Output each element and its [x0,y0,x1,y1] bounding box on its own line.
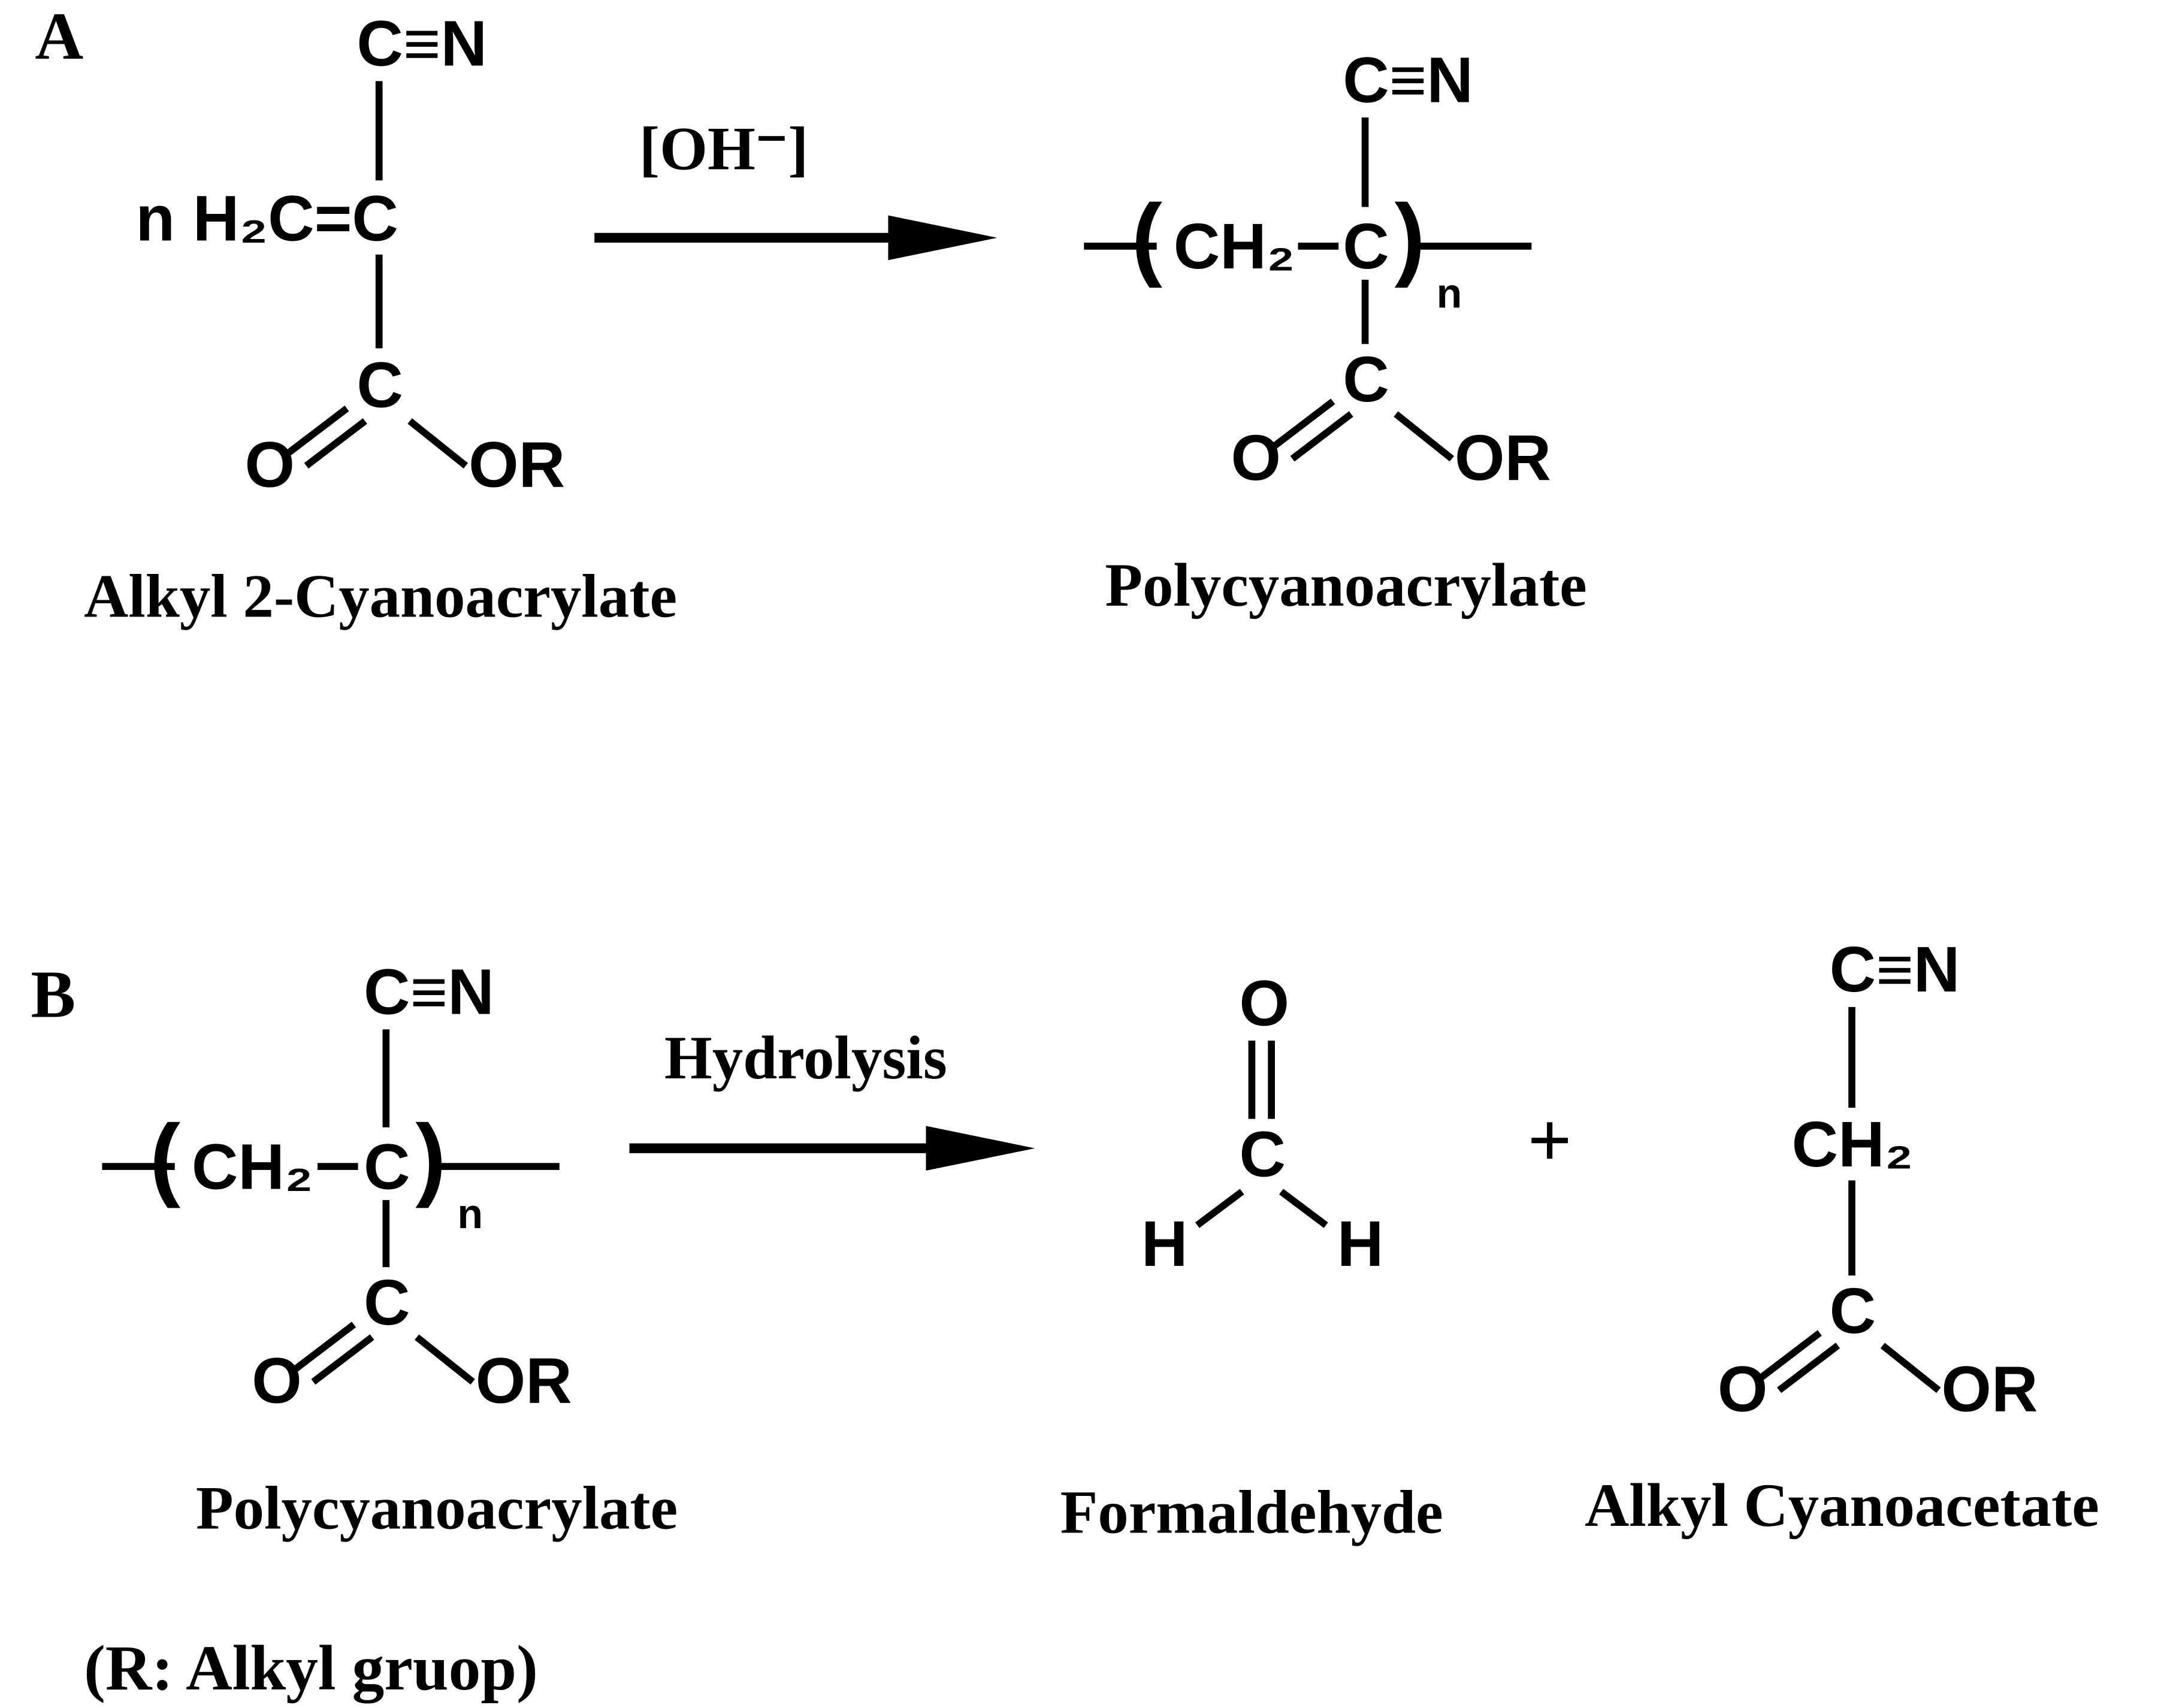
arrow-graphic [594,215,998,261]
aldehyde-carbon: C [1239,1117,1286,1190]
structure-caption: Formaldehyde [1060,1478,1443,1547]
polymer-structure-b: C≡N ( CH₂ C ) n C O OR Polycyanoacrylate [77,948,748,1557]
backbone-ch2: CH₂ [191,1130,313,1203]
double-bond [1777,1343,1840,1393]
ester-group: OR [469,428,566,501]
methylene-group: CH₂ [1791,1108,1914,1181]
nitrile-group: C≡N [363,955,494,1028]
arrow-condition-label: Hydrolysis [664,1023,947,1093]
double-bond [286,406,349,457]
arrowhead [888,215,998,261]
nitrile-group: C≡N [1343,43,1473,116]
structure-caption: Polycyanoacrylate [1105,551,1587,620]
carbonyl-oxygen: O [1717,1352,1768,1425]
double-bond [293,1322,356,1373]
aldehyde-h-left: H [1141,1207,1188,1280]
repeat-subscript-n: n [457,1192,483,1238]
double-bond [1290,411,1353,462]
ester-group: OR [1454,421,1552,494]
nitrile-group: C≡N [1829,933,1960,1006]
arrow-graphic [629,1126,1035,1171]
repeat-close-paren: ) [415,1105,446,1209]
repeat-subscript-n: n [1436,271,1462,318]
aldehyde-h-right: H [1337,1207,1384,1280]
nitrile-group: C≡N [356,7,488,80]
double-bond [1272,398,1335,449]
bond [1279,1189,1328,1228]
bond [1394,411,1454,462]
polymer-structure-a: C≡N ( CH₂ C ) n C O OR Polycyanoacrylate [1084,42,1685,664]
double-bond [1758,1330,1822,1381]
backbone-ch2: CH₂ [1173,210,1295,283]
carbonyl-carbon: C [363,1265,410,1339]
reaction-arrow-a: [OH⁻] [594,114,1007,279]
bond [415,1334,475,1385]
polymer-bond-lines [102,1029,560,1385]
double-bond [304,418,367,469]
monomer-structure: C≡N n H₂C=C C O OR Alkyl 2-Cyanoacrylate [77,7,678,664]
bond [1880,1343,1941,1393]
arrowhead [926,1126,1035,1171]
carbonyl-oxygen: O [1231,421,1281,494]
cyanoacetate-structure: C≡N CH₂ C O OR Alkyl Cyanoacetate [1577,926,2161,1556]
formaldehyde-structure: O C H H Formaldehyde [1060,968,1536,1556]
carbonyl-oxygen: O [244,428,295,501]
carbonyl-carbon: C [1343,342,1389,416]
repeat-open-paren: ( [1131,185,1163,288]
structure-caption: Polycyanoacrylate [195,1474,678,1543]
polymer-bond-lines [1084,117,1532,462]
cyanoacetate-bond-lines [1758,1006,1941,1393]
aldehyde-oxygen: O [1239,966,1289,1039]
backbone-carbon: C [1343,210,1389,283]
panel-a-label: A [35,0,84,74]
plus-sign: + [1527,1098,1572,1185]
reaction-arrow-b: Hydrolysis [629,1023,1049,1189]
carbonyl-carbon: C [356,348,403,421]
repeat-close-paren: ) [1394,185,1425,288]
structure-caption: Alkyl Cyanoacetate [1585,1471,2099,1540]
formaldehyde-bond-lines [1195,1040,1328,1228]
panel-b-label: B [31,958,76,1032]
carbonyl-oxygen: O [252,1344,302,1417]
double-bond [311,1334,374,1385]
repeat-open-paren: ( [149,1105,181,1209]
backbone-carbon: C [363,1130,410,1203]
arrow-condition-label: [OH⁻] [639,114,809,183]
vinyl-group: n H₂C=C [135,182,398,255]
carbonyl-carbon: C [1829,1274,1876,1347]
bond [1195,1189,1244,1228]
ester-group: OR [1941,1352,2038,1425]
monomer-bond-lines [286,81,469,469]
bond [407,418,469,468]
structure-caption: Alkyl 2-Cyanoacrylate [84,562,678,631]
footnote: (R: Alkyl gruop) [84,1632,538,1704]
ester-group: OR [475,1344,572,1417]
